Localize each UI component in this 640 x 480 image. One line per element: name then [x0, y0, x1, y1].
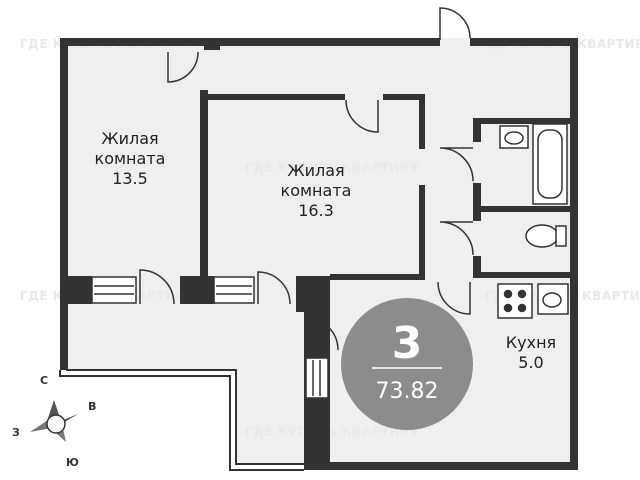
- door-balcony-1: [139, 269, 175, 305]
- room-label-kitchen: Кухня 5.0: [506, 333, 556, 372]
- windows: [91, 276, 329, 399]
- svg-text:Кухня: Кухня: [506, 333, 556, 352]
- compass-east: В: [88, 400, 96, 413]
- svg-text:5.0: 5.0: [518, 353, 543, 372]
- room-label-living-1: Жилая комната 13.5: [95, 129, 166, 188]
- apartment-badge: 3 73.82: [341, 298, 473, 430]
- room-label-living-2: Жилая комната 16.3: [281, 161, 352, 220]
- svg-text:Жилая: Жилая: [287, 161, 344, 180]
- compass: С В Ю З: [12, 374, 96, 469]
- badge-total-area: 73.82: [376, 379, 439, 404]
- door-balcony-3: [305, 317, 339, 351]
- interior-walls: [60, 38, 571, 312]
- door-bathroom: [439, 147, 474, 182]
- toilet: [525, 224, 559, 248]
- svg-text:16.3: 16.3: [298, 201, 334, 220]
- door-toilet: [439, 221, 474, 256]
- door-bedroom-1: [167, 51, 199, 83]
- door-kitchen: [437, 281, 471, 315]
- room-living-2-floor: [207, 98, 420, 274]
- door-living-2: [345, 99, 379, 133]
- svg-text:13.5: 13.5: [112, 169, 148, 188]
- door-balcony-2: [257, 271, 291, 305]
- compass-west: З: [12, 426, 20, 439]
- bathroom-fixtures: [497, 123, 569, 319]
- stove: [497, 283, 533, 319]
- svg-text:комната: комната: [281, 181, 352, 200]
- balcony-outline: [59, 369, 304, 471]
- compass-south: Ю: [66, 456, 79, 469]
- svg-text:Жилая: Жилая: [101, 129, 158, 148]
- svg-text:комната: комната: [95, 149, 166, 168]
- badge-room-count: 3: [392, 318, 423, 369]
- door-entrance: [439, 7, 471, 40]
- watermark-text: ГДЕ КУПИТЬ КВАРТИРУ: [245, 425, 419, 439]
- doors: [139, 7, 474, 351]
- compass-north: С: [40, 374, 48, 387]
- watermark-text: ГДЕ КУПИТЬ КВАРТИРУ: [245, 161, 419, 175]
